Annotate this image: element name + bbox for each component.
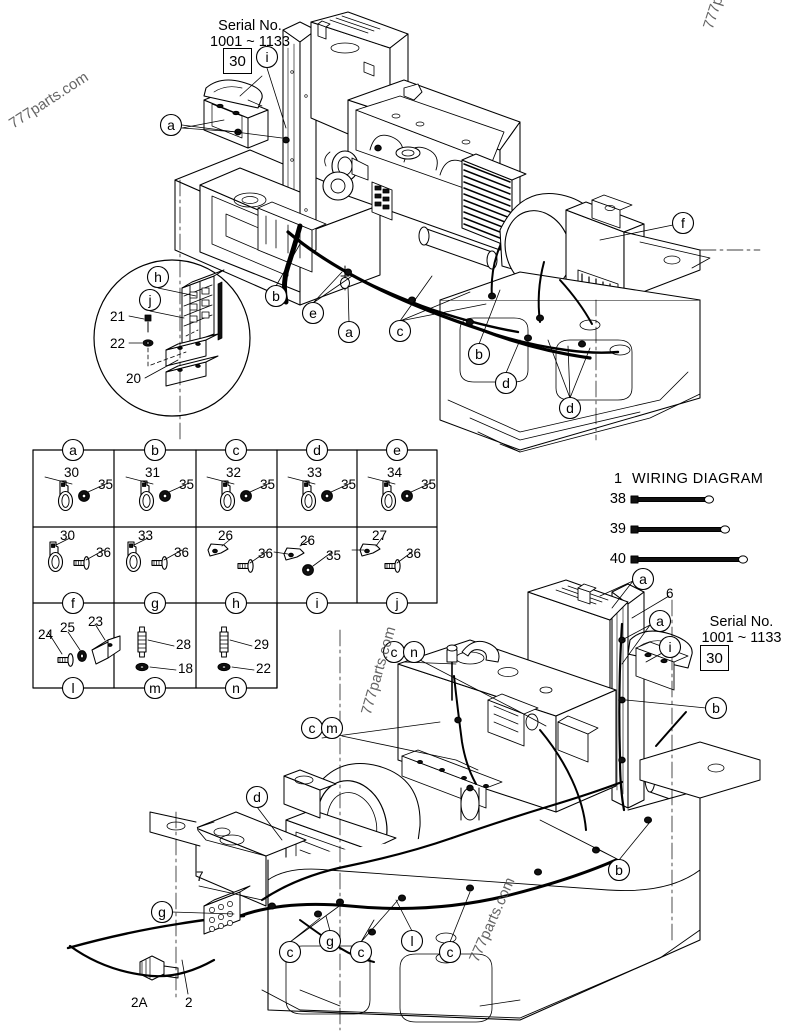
legend-cell-label-c: c (232, 442, 240, 458)
legend-g-part-36: 36 (174, 545, 190, 560)
legend-cell-label-e: e (393, 442, 401, 458)
legend-table (32, 438, 438, 700)
upper-callout-a-2: a (345, 324, 353, 340)
lower-callout-g-2: g (326, 933, 334, 949)
legend-cell-label-d: d (313, 442, 321, 458)
inset-part-21: 21 (110, 309, 126, 324)
inset-callout-markers (138, 265, 170, 312)
lower-part-2: 2 (185, 995, 193, 1010)
wiring-diagram-index: 1 (614, 471, 623, 487)
wiring-diagram-symbols (630, 495, 748, 564)
upper-callout-c: c (396, 323, 404, 339)
lower-callout-markers (150, 567, 728, 964)
legend-cell-label-j: j (395, 595, 399, 611)
lower-machine-illustration (66, 179, 761, 1031)
lower-callout-c-5: c (446, 944, 454, 960)
legend-cell-label-a: a (69, 442, 77, 458)
lower-part-6: 6 (666, 586, 674, 601)
lower-serial-label: Serial No. 1001 ~ 1133 (684, 614, 799, 646)
lower-callout-a-1: a (639, 571, 647, 587)
upper-callout-d-2: d (566, 400, 574, 416)
lower-part-7: 7 (196, 869, 204, 884)
lower-part-2a: 2A (131, 995, 148, 1010)
upper-callout-d-1: d (502, 375, 510, 391)
detail-inset-circle (93, 259, 251, 417)
wiring-item-38-number: 38 (609, 491, 626, 507)
upper-callout-b-1: b (272, 288, 280, 304)
legend-f-part-30: 30 (60, 528, 76, 543)
lower-callout-g-1: g (158, 904, 166, 920)
legend-e-part-35: 35 (421, 477, 437, 492)
legend-cell-label-n: n (232, 680, 240, 696)
legend-cell-label-h: h (232, 595, 240, 611)
legend-f-part-36: 36 (96, 545, 112, 560)
upper-callout-b-2: b (475, 346, 483, 362)
upper-callout-f: f (681, 215, 685, 231)
lower-callout-i: i (668, 639, 672, 655)
upper-callout-markers (159, 45, 695, 420)
upper-callout-i: i (265, 49, 269, 65)
upper-serial-box-number: 30 (223, 48, 252, 74)
legend-b-part-31: 31 (145, 465, 161, 480)
legend-cell-label-g: g (151, 595, 159, 611)
lower-callout-m: m (326, 720, 338, 736)
inset-callout-h: h (154, 269, 162, 285)
legend-cell-label-m: m (149, 680, 161, 696)
legend-e-part-34: 34 (387, 465, 403, 480)
legend-cell-label-i: i (315, 595, 319, 611)
lower-serial-line2: 1001 ~ 1133 (701, 630, 782, 646)
lower-callout-b-2: b (615, 862, 623, 878)
lower-callout-c-2: c (308, 720, 316, 736)
legend-i-part-26: 26 (300, 533, 316, 548)
legend-l-part-24: 24 (38, 627, 54, 642)
wiring-diagram-title: WIRING DIAGRAM (632, 471, 764, 487)
legend-d-part-33: 33 (307, 465, 323, 480)
upper-serial-line2: 1001 ~ 1133 (210, 34, 290, 50)
upper-callout-e: e (309, 305, 317, 321)
legend-d-part-35: 35 (341, 477, 357, 492)
lower-callout-d: d (253, 789, 261, 805)
inset-callout-j: j (148, 292, 152, 308)
legend-cell-label-l: l (71, 680, 75, 696)
upper-callout-a-1: a (167, 117, 175, 133)
legend-n-part-22: 22 (256, 661, 272, 676)
wiring-item-39-number: 39 (609, 521, 626, 537)
inset-part-20: 20 (126, 371, 142, 386)
lower-callout-c-4: c (357, 944, 365, 960)
legend-l-part-25: 25 (60, 620, 76, 635)
legend-h-part-26: 26 (218, 528, 234, 543)
legend-m-part-18: 18 (178, 661, 194, 676)
legend-j-part-27: 27 (372, 528, 388, 543)
legend-cell-label-b: b (151, 442, 159, 458)
lower-serial-box-number: 30 (700, 645, 729, 671)
lower-callout-l: l (410, 933, 414, 949)
lower-callout-c-1: c (390, 644, 398, 660)
lower-callout-b-1: b (712, 700, 720, 716)
wiring-item-40-number: 40 (609, 551, 626, 567)
lower-callout-a-2: a (656, 613, 664, 629)
legend-a-part-35: 35 (98, 477, 114, 492)
legend-m-part-28: 28 (176, 637, 192, 652)
upper-serial-label: Serial No. 1001 ~ 1133 (190, 18, 310, 50)
legend-l-part-23: 23 (88, 614, 104, 629)
inset-part-22: 22 (110, 336, 126, 351)
legend-b-part-35: 35 (179, 477, 195, 492)
upper-machine-illustration (174, 11, 711, 453)
legend-c-part-32: 32 (226, 465, 242, 480)
upper-serial-line1: Serial No. (218, 18, 282, 34)
lower-callout-c-3: c (286, 944, 294, 960)
legend-a-part-30: 30 (64, 465, 80, 480)
legend-n-part-29: 29 (254, 637, 270, 652)
legend-i-part-35: 35 (326, 548, 342, 563)
legend-j-part-36: 36 (406, 546, 422, 561)
legend-h-part-36: 36 (258, 546, 274, 561)
legend-cell-label-f: f (71, 595, 75, 611)
legend-c-part-35: 35 (260, 477, 276, 492)
lower-serial-line1: Serial No. (709, 614, 774, 630)
legend-g-part-33: 33 (138, 528, 154, 543)
lower-callout-n: n (410, 644, 418, 660)
